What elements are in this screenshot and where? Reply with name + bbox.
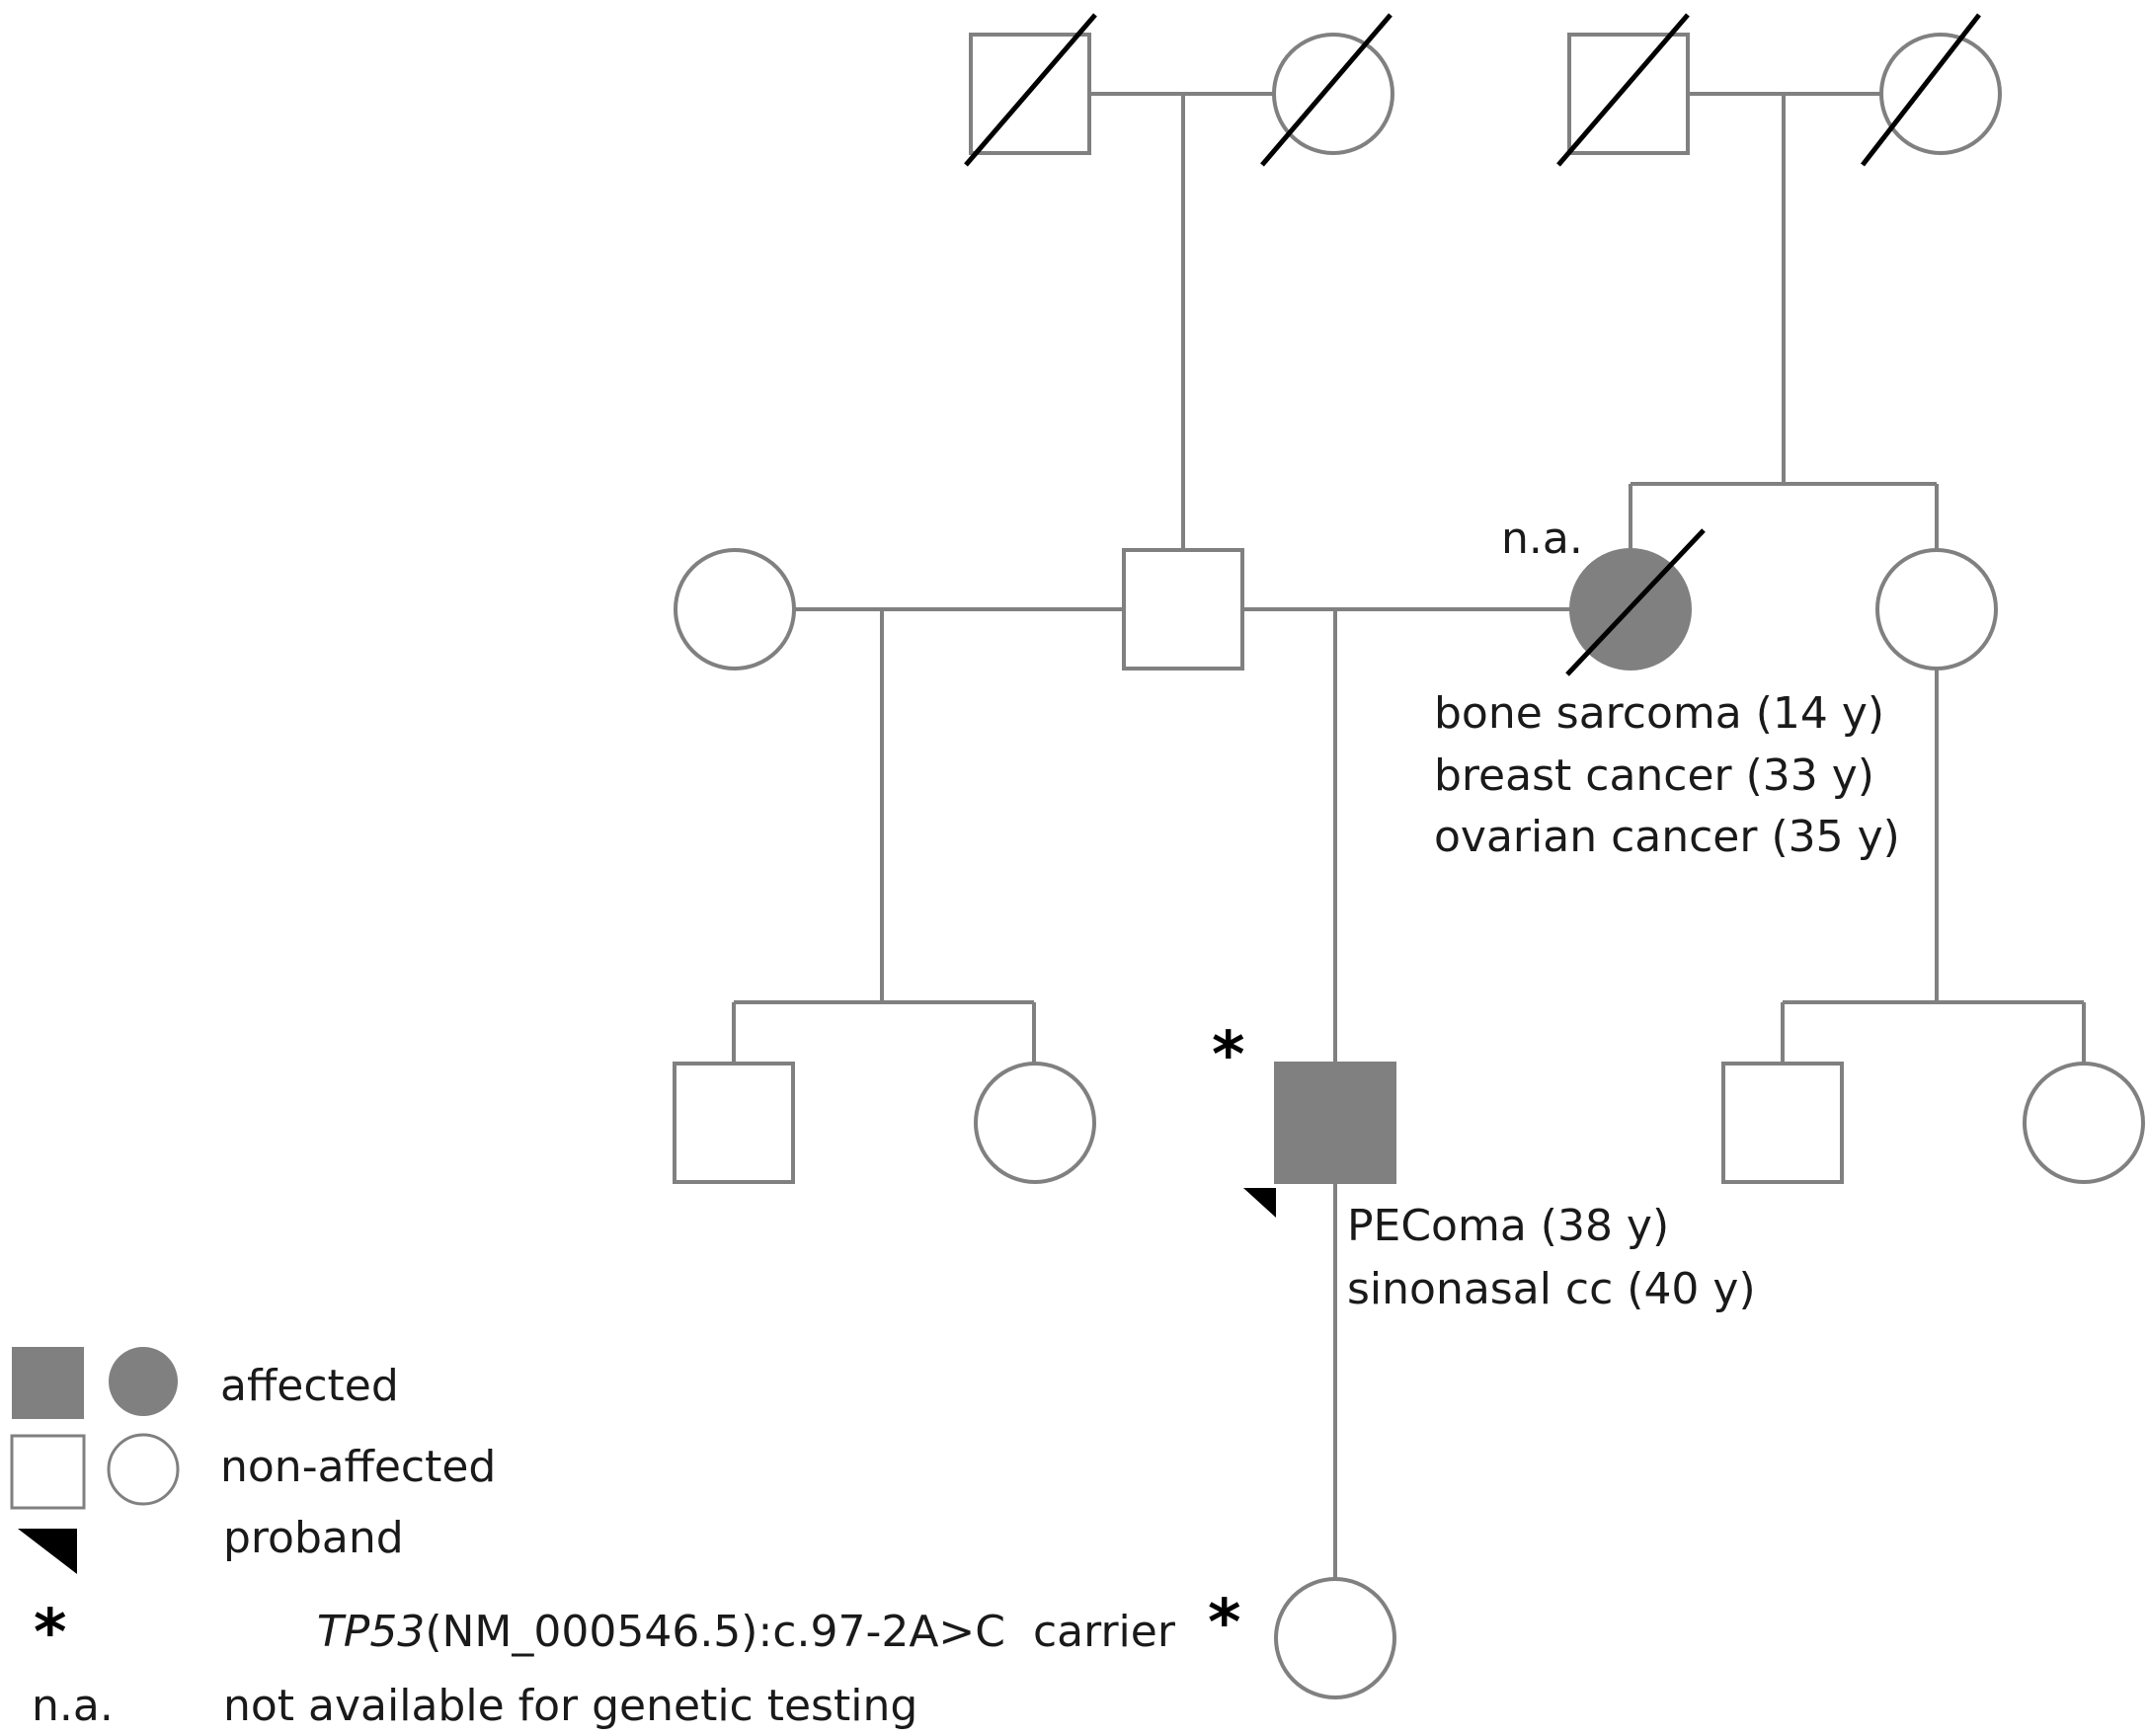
deceased-slash bbox=[1861, 13, 1981, 167]
carrier-mark-proband: * bbox=[1212, 1019, 1244, 1092]
male-symbol bbox=[1721, 1062, 1844, 1184]
half-brother bbox=[673, 1062, 795, 1184]
mother-diagnosis-2: breast cancer (33 y) bbox=[1434, 750, 1874, 801]
proband bbox=[1243, 1062, 1396, 1218]
female-symbol bbox=[1272, 33, 1394, 155]
mother-diagnosis-3: ovarian cancer (35 y) bbox=[1434, 812, 1900, 862]
legend-affected-circle bbox=[109, 1347, 178, 1416]
relationship-lines bbox=[732, 92, 2086, 1579]
legend-nonaffected-circle bbox=[107, 1433, 180, 1506]
legend-proband-arrow-icon bbox=[18, 1529, 77, 1574]
male-affected-symbol bbox=[1274, 1062, 1396, 1184]
cousin-female bbox=[2023, 1062, 2145, 1184]
legend-proband-label: proband bbox=[223, 1513, 404, 1563]
deceased-slash bbox=[964, 13, 1097, 167]
male-symbol bbox=[1567, 33, 1690, 155]
proband-arrow-icon bbox=[1243, 1188, 1276, 1218]
mother-affected bbox=[1565, 528, 1706, 676]
not-available-label: n.a. bbox=[1501, 513, 1583, 564]
legend-carrier-symbol: * bbox=[34, 1597, 66, 1670]
proband-diagnosis-2: sinonasal cc (40 y) bbox=[1347, 1264, 1756, 1314]
deceased-slash bbox=[1260, 13, 1392, 167]
paternal-grandmother bbox=[1260, 13, 1394, 167]
father-first-wife bbox=[674, 548, 796, 671]
female-symbol bbox=[974, 1062, 1096, 1184]
maternal-grandmother bbox=[1861, 13, 2002, 167]
legend-carrier-variant: (NM_000546.5):c.97-2A>C carrier bbox=[425, 1607, 1176, 1657]
legend-affected-label: affected bbox=[220, 1361, 399, 1411]
legend-nonaffected-label: non-affected bbox=[220, 1442, 496, 1492]
maternal-aunt bbox=[1875, 548, 1998, 671]
female-symbol bbox=[674, 548, 796, 671]
female-symbol bbox=[2023, 1062, 2145, 1184]
proband-daughter bbox=[1274, 1577, 1396, 1699]
male-symbol bbox=[1122, 548, 1244, 671]
half-sister bbox=[974, 1062, 1096, 1184]
legend-na-label: not available for genetic testing bbox=[223, 1681, 917, 1731]
legend-affected-square bbox=[12, 1347, 84, 1419]
deceased-slash bbox=[1556, 13, 1690, 167]
carrier-mark-daughter: * bbox=[1208, 1587, 1240, 1660]
paternal-grandfather bbox=[964, 13, 1097, 167]
legend-carrier-label: TP53(NM_000546.5):c.97-2A>C carrier bbox=[220, 1607, 1244, 1657]
legend-carrier-gene: TP53 bbox=[317, 1607, 425, 1657]
deceased-slash bbox=[1565, 528, 1706, 676]
legend-nonaffected-square bbox=[10, 1434, 86, 1510]
proband-diagnosis-1: PEComa (38 y) bbox=[1347, 1201, 1669, 1251]
father bbox=[1122, 548, 1244, 671]
female-symbol bbox=[1879, 33, 2002, 155]
female-symbol bbox=[1875, 548, 1998, 671]
maternal-grandfather bbox=[1556, 13, 1690, 167]
legend: affected non-affected proband * TP53(NM_… bbox=[10, 1347, 1244, 1731]
female-symbol bbox=[1274, 1577, 1396, 1699]
legend-na-symbol: n.a. bbox=[32, 1681, 114, 1731]
cousin-male bbox=[1721, 1062, 1844, 1184]
male-symbol bbox=[673, 1062, 795, 1184]
mother-diagnosis-1: bone sarcoma (14 y) bbox=[1434, 688, 1884, 739]
